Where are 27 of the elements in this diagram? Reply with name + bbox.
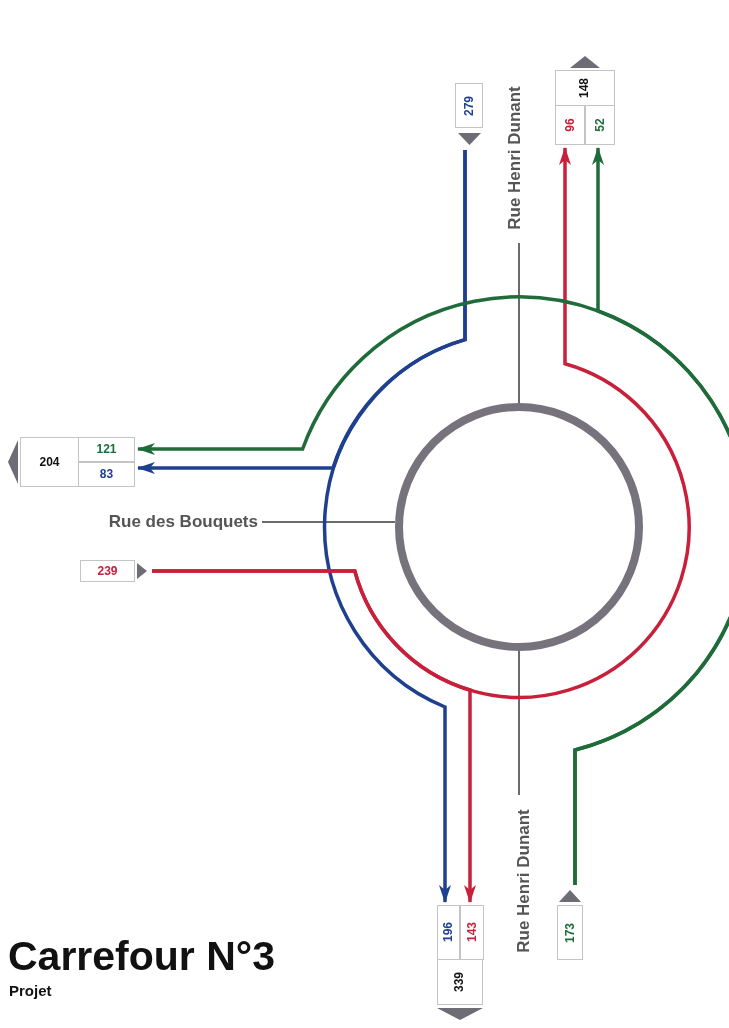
street-name: Rue Henri Dunant [505,73,525,243]
traffic-count: 121 [78,436,135,462]
total-count: 148 [576,76,593,100]
traffic-flow-arrow [152,147,691,699]
street-name: Rue Henri Dunant [513,796,535,966]
leader-line [261,521,396,523]
traffic-count: 173 [557,905,583,960]
traffic-count-table [555,70,615,145]
leader-line [518,650,520,796]
roundabout-island [395,403,643,651]
traffic-count: 96 [554,104,585,145]
leader-line [518,242,520,404]
subtitle: Projet [9,982,52,999]
traffic-count: 196 [436,904,460,960]
traffic-count: 239 [80,560,135,582]
traffic-count: 279 [455,83,483,128]
street-name: Rue des Bouquets [108,511,258,533]
diagram-title: Carrefour N°3 [8,936,276,977]
total-count: 204 [38,453,61,471]
traffic-count: 52 [584,104,615,145]
traffic-flow-arrow [137,295,729,885]
traffic-count: 143 [460,904,484,960]
traffic-flow-arrow [323,150,467,903]
total-count: 339 [451,970,468,994]
traffic-count-table [437,905,483,1005]
traffic-count-table [20,437,135,487]
traffic-count: 83 [78,461,135,487]
